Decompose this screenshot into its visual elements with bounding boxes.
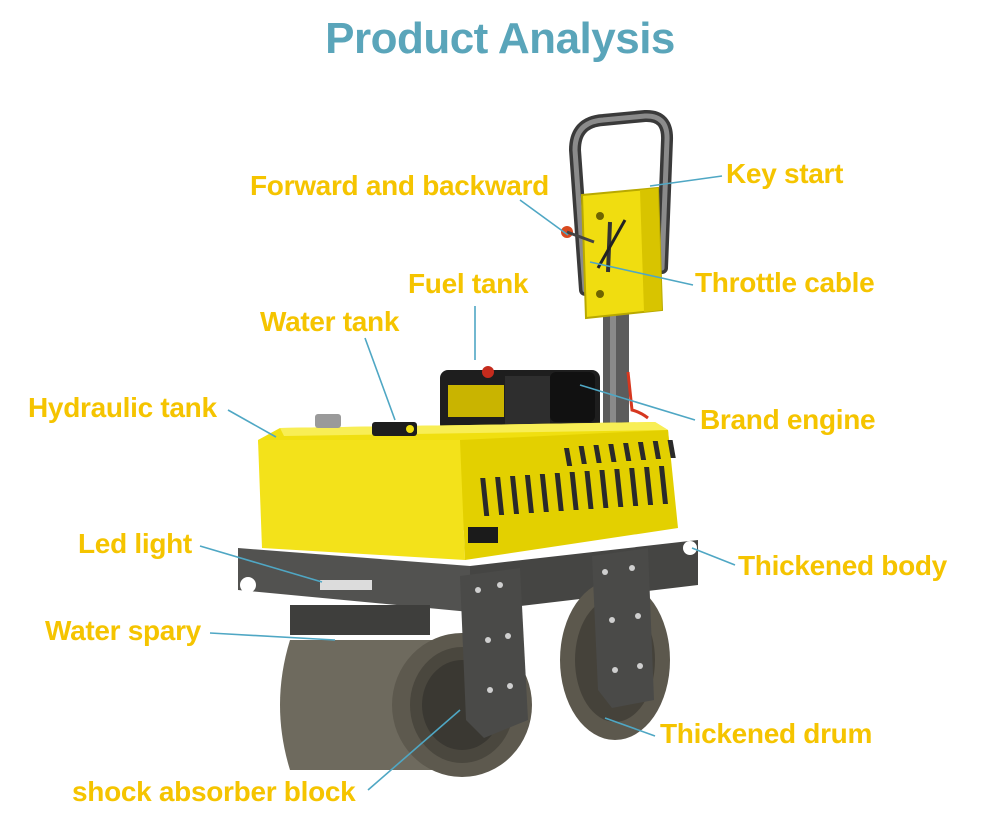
control-box [561,186,664,320]
callout-forward-backward: Forward and backward [250,170,549,201]
leader-lines [199,175,736,791]
callout-shock-absorber-block: shock absorber block [72,776,356,807]
callout-brand-engine: Brand engine [700,404,876,435]
callout-thickened-drum: Thickened drum [660,718,873,749]
callout-led-light: Led light [78,528,192,559]
steering-handle [568,110,674,440]
callout-hydraulic-tank: Hydraulic tank [28,392,217,423]
callout-throttle-cable: Throttle cable [695,267,875,298]
callout-water-spary: Water spary [45,615,201,646]
callout-fuel-tank: Fuel tank [408,268,529,299]
side-plates [460,548,654,738]
callout-thickened-body: Thickened body [738,550,947,581]
engine [440,366,649,432]
machine-body [258,414,678,560]
page-title: Product Analysis [325,14,675,63]
callout-water-tank: Water tank [260,306,400,337]
callout-key-start: Key start [726,158,844,189]
